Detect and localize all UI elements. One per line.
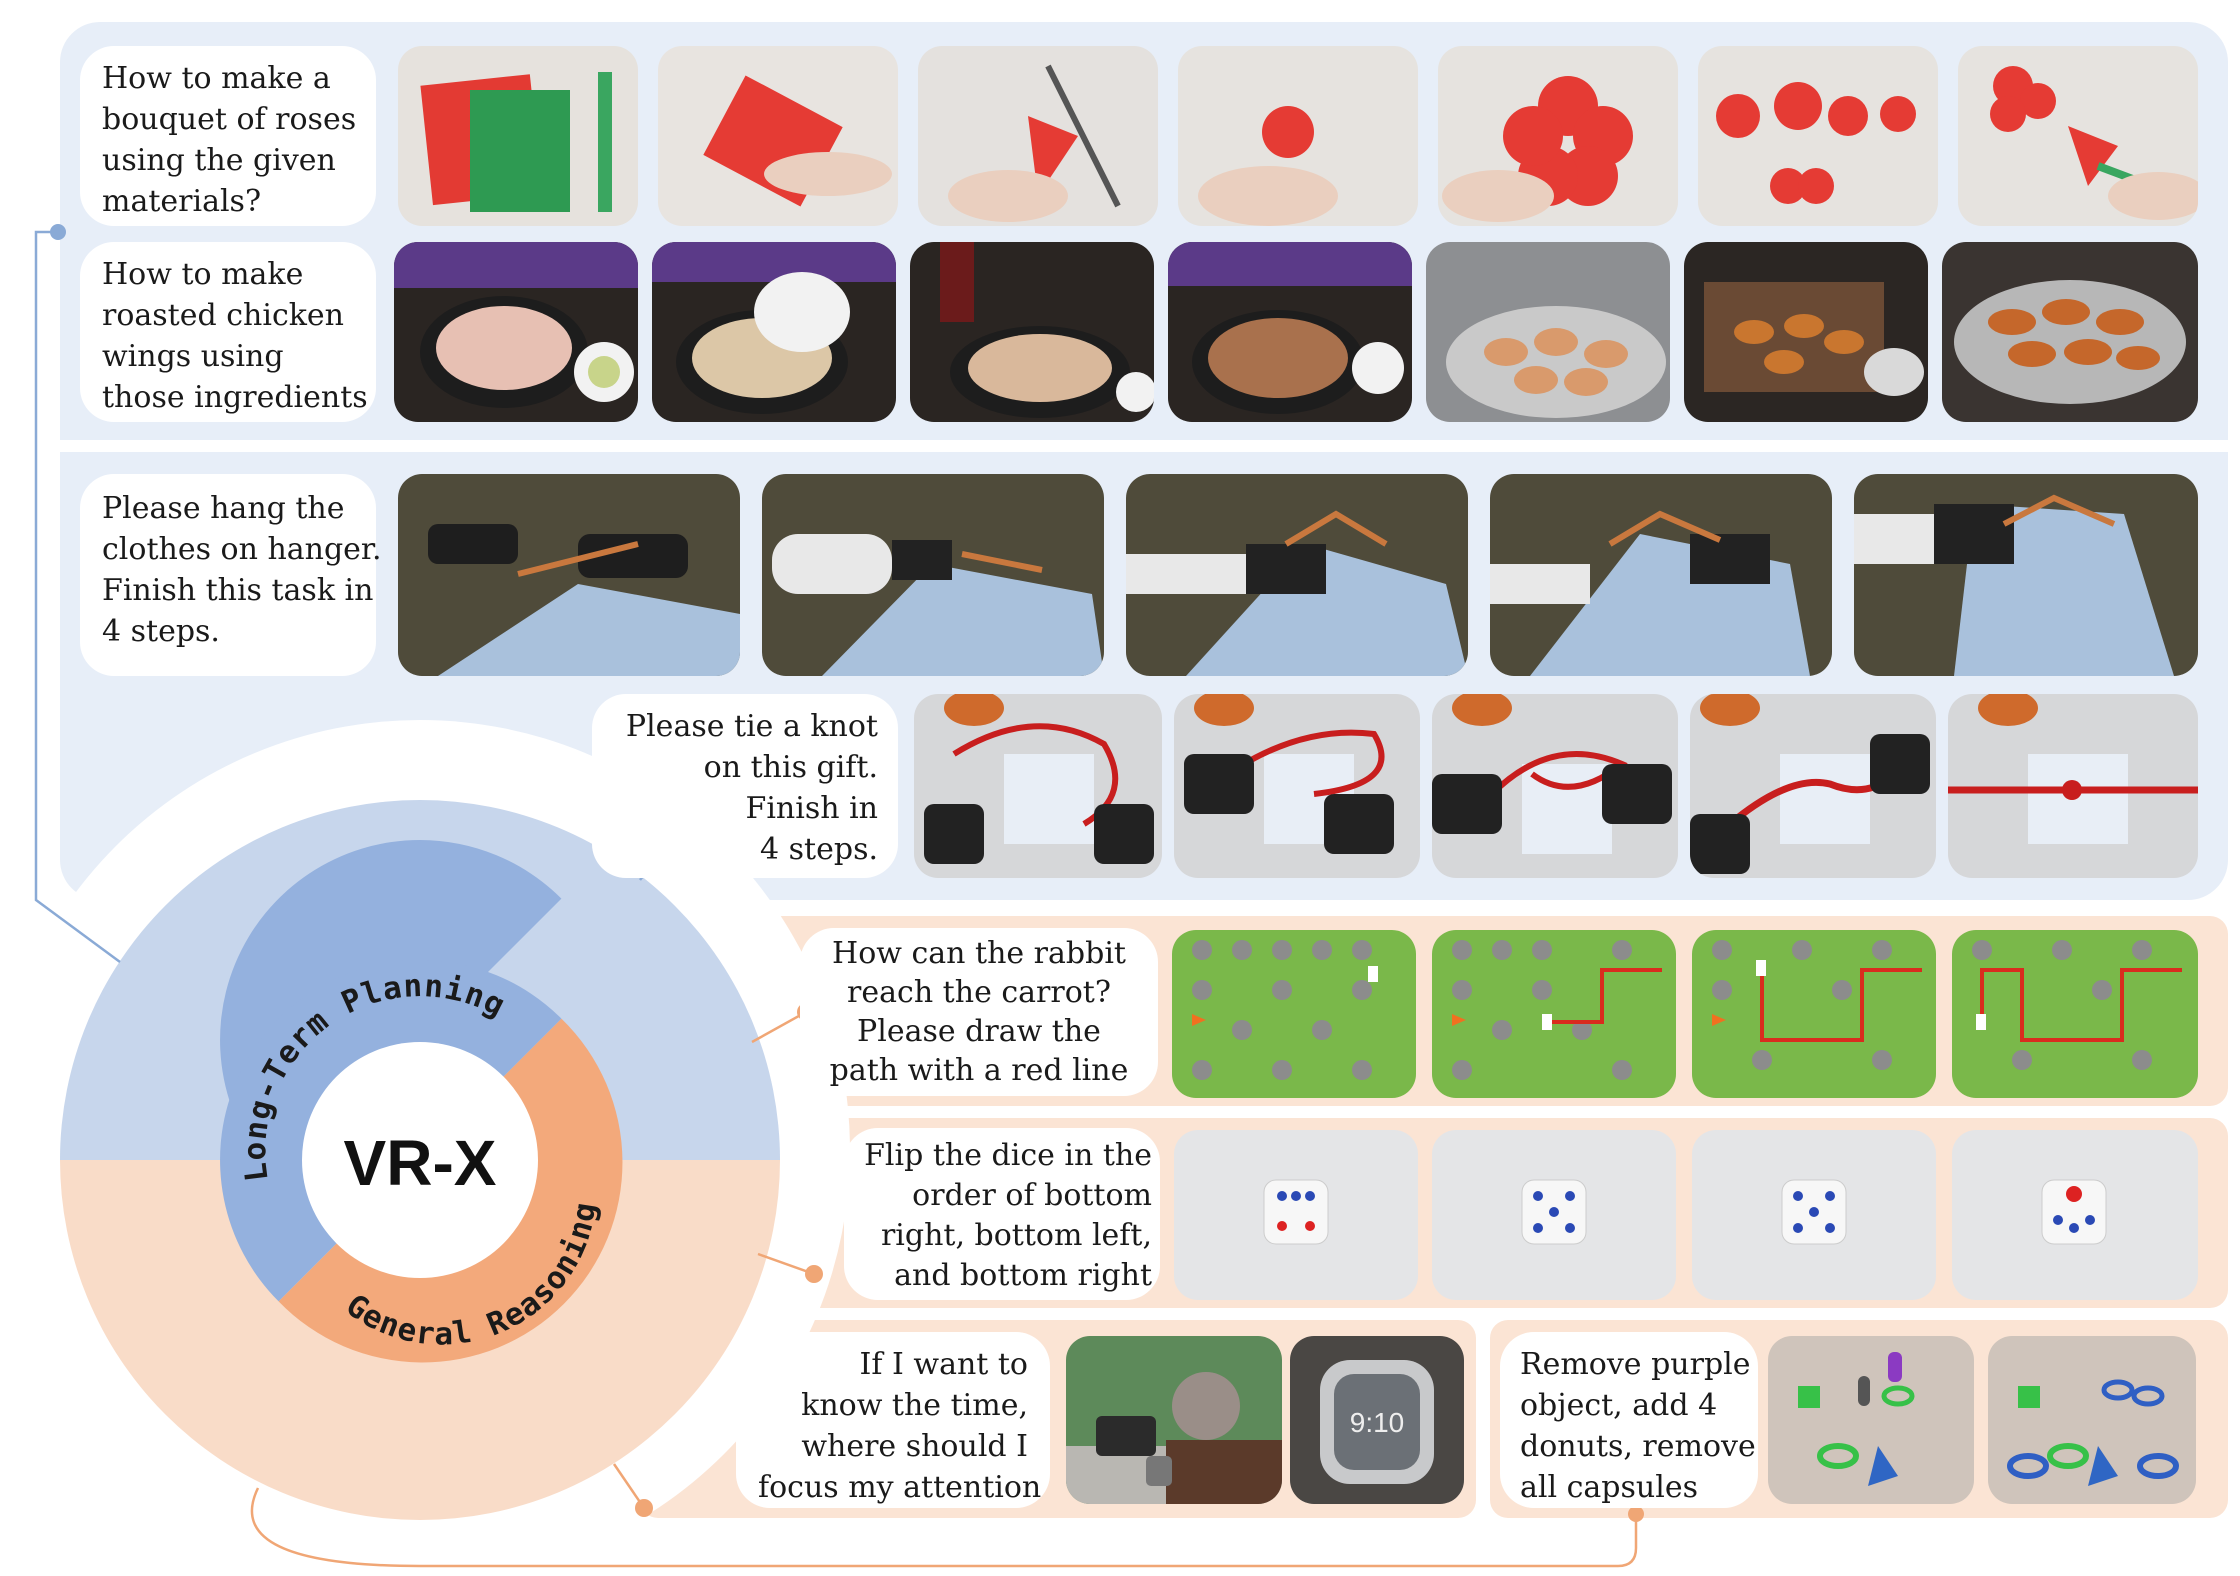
dice-frame-2 xyxy=(1432,1130,1676,1300)
knot-frame-2 xyxy=(1174,694,1420,878)
maze-frame-1 xyxy=(1172,930,1416,1098)
roses-frame-5 xyxy=(1438,46,1678,226)
objects-frame-1 xyxy=(1768,1336,1974,1504)
chicken-frame-1 xyxy=(394,242,638,422)
objects-frame-2 xyxy=(1988,1336,2196,1504)
knot-frame-5 xyxy=(1948,694,2198,878)
chicken-frame-3 xyxy=(910,242,1154,422)
hanger-frame-2 xyxy=(762,474,1104,676)
knot-frame-4 xyxy=(1690,694,1936,878)
center-title: VR-X xyxy=(344,1127,497,1199)
maze-frame-2 xyxy=(1432,930,1676,1098)
knot-frame-1 xyxy=(914,694,1162,878)
attention-frame-person xyxy=(1066,1336,1282,1504)
dice-frame-4 xyxy=(1952,1130,2198,1300)
dice-frame-1 xyxy=(1174,1130,1418,1300)
hanger-frame-5 xyxy=(1854,474,2198,676)
chicken-frame-5 xyxy=(1426,242,1670,422)
hanger-frame-4 xyxy=(1490,474,1832,676)
roses-frame-4 xyxy=(1178,46,1418,226)
chicken-frame-4 xyxy=(1168,242,1412,422)
roses-frame-3 xyxy=(918,46,1158,226)
hanger-frame-3 xyxy=(1126,474,1468,676)
roses-frame-6 xyxy=(1698,46,1938,226)
maze-frame-4 xyxy=(1952,930,2198,1098)
hanger-frame-1 xyxy=(398,474,740,676)
roses-frame-7 xyxy=(1958,46,2198,226)
roses-frame-2 xyxy=(658,46,898,226)
knot-frame-3 xyxy=(1432,694,1678,878)
attention-frame-watch: 9:10 xyxy=(1290,1336,1464,1504)
roses-frame-1 xyxy=(398,46,638,226)
chicken-frame-7 xyxy=(1942,242,2198,422)
dice-frame-3 xyxy=(1692,1130,1936,1300)
center-disc xyxy=(302,1042,538,1278)
chicken-frame-2 xyxy=(652,242,896,422)
chicken-frame-6 xyxy=(1684,242,1928,422)
planning-divider xyxy=(60,440,2228,452)
svg-text:9:10: 9:10 xyxy=(1350,1407,1405,1438)
maze-frame-3 xyxy=(1692,930,1936,1098)
